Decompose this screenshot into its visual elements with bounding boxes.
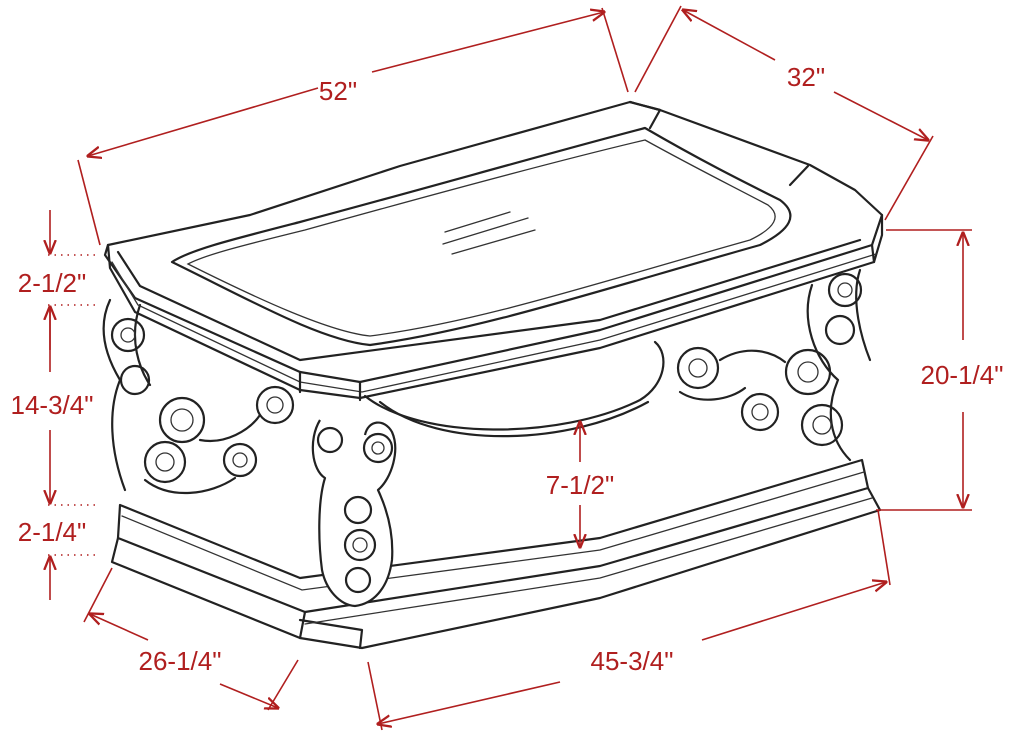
base-frame [110,458,882,650]
right-end-scrolls [676,268,872,462]
front-apron [363,340,665,438]
label-top-length: 52" [319,76,357,106]
glass-reflection [442,211,536,255]
left-end-scrolls [102,298,295,495]
label-total-height: 20-1/4" [921,360,1004,390]
label-top-thickness: 2-1/2" [18,268,87,298]
label-leg-height: 14-3/4" [11,390,94,420]
front-corner-leg [311,419,397,608]
dimension-labels: 52" 32" 2-1/2" 14-3/4" 2-1/4" 20-1/4" 7-… [11,62,1004,676]
table-top [103,100,884,402]
label-shelf-clearance: 7-1/2" [546,470,615,500]
label-base-length: 45-3/4" [591,646,674,676]
label-top-width: 32" [787,62,825,92]
dimension-lines [48,5,972,731]
table-illustration [102,100,884,650]
label-base-thickness: 2-1/4" [18,517,87,547]
label-base-width: 26-1/4" [139,646,222,676]
